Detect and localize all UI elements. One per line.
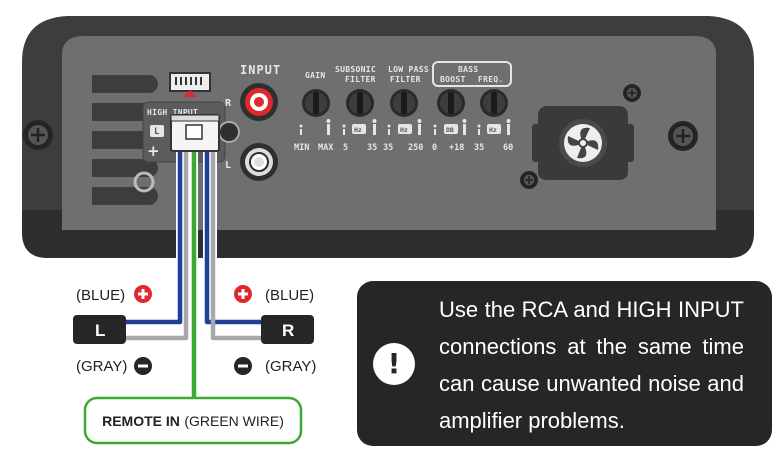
high-input-label: HIGH INPUT bbox=[147, 108, 198, 117]
left-channel-box bbox=[73, 315, 126, 344]
wire-right-blue bbox=[204, 150, 262, 325]
subsonic-max: 35 bbox=[367, 143, 377, 153]
bass-boost-max: +18 bbox=[449, 143, 464, 153]
gain-knob[interactable] bbox=[302, 89, 330, 117]
subsonic-min: 5 bbox=[343, 143, 348, 153]
remote-in-bold: REMOTE IN bbox=[102, 413, 180, 429]
warning-text: Use the RCA and HIGH INPUT connections a… bbox=[439, 291, 744, 439]
warning-line-3: can cause unwanted noise and bbox=[439, 371, 744, 396]
warning-line-1: Use the RCA and HIGH INPUT bbox=[439, 297, 744, 322]
left-vents bbox=[62, 75, 158, 205]
subsonic-label-line2: FILTER bbox=[345, 75, 376, 84]
exclamation-icon: ! bbox=[373, 343, 415, 385]
rca-jack-left bbox=[240, 143, 278, 181]
remote-in-note: (GREEN WIRE) bbox=[184, 413, 284, 429]
left-gray-label: (GRAY) bbox=[76, 358, 127, 375]
lowpass-min: 35 bbox=[383, 143, 393, 153]
subsonic-unit: Hz bbox=[354, 126, 362, 134]
left-channel-label: L bbox=[95, 321, 105, 340]
scale-marks bbox=[299, 119, 511, 135]
high-input-l: L bbox=[154, 127, 160, 137]
subsonic-label-line1: SUBSONIC bbox=[335, 65, 376, 74]
minus-icon bbox=[134, 357, 152, 375]
gain-min: MIN bbox=[294, 143, 309, 153]
bass-freq-unit: Hz bbox=[489, 126, 497, 134]
lowpass-knob[interactable] bbox=[390, 89, 418, 117]
lowpass-unit: Hz bbox=[400, 126, 408, 134]
wire-right-gray bbox=[210, 150, 262, 341]
rca-right-label: R bbox=[225, 98, 232, 109]
high-input-connector bbox=[170, 114, 220, 152]
gain-label: GAIN bbox=[305, 71, 325, 80]
bass-boost-label: BOOST bbox=[440, 75, 466, 84]
bass-boost-min: 0 bbox=[432, 143, 437, 153]
lowpass-label-line2: FILTER bbox=[390, 75, 421, 84]
rca-left-label: L bbox=[225, 160, 231, 171]
wire-left-blue bbox=[124, 150, 183, 325]
fan-icon bbox=[532, 106, 634, 180]
rca-jack-right bbox=[240, 83, 278, 121]
right-channel-label: R bbox=[282, 321, 294, 340]
bass-boost-knob[interactable] bbox=[437, 89, 465, 117]
input-label: INPUT bbox=[240, 63, 281, 77]
bass-group-outline bbox=[432, 61, 512, 87]
remote-in-box bbox=[83, 396, 303, 445]
bass-freq-min: 35 bbox=[474, 143, 484, 153]
bass-freq-knob[interactable] bbox=[480, 89, 508, 117]
warning-line-2: connections at the same time bbox=[439, 334, 744, 359]
warning-box: ! Use the RCA and HIGH INPUT connections… bbox=[357, 281, 772, 446]
left-blue-label: (BLUE) bbox=[76, 287, 125, 304]
bass-freq-max: 60 bbox=[503, 143, 513, 153]
rca-jack-small bbox=[218, 121, 240, 143]
screw-icon bbox=[23, 120, 53, 150]
lowpass-label-line1: LOW PASS bbox=[388, 65, 429, 74]
screw-icon bbox=[623, 84, 641, 102]
gain-max: MAX bbox=[318, 143, 333, 153]
right-channel-box bbox=[261, 315, 314, 344]
right-gray-label: (GRAY) bbox=[265, 358, 316, 375]
right-blue-label: (BLUE) bbox=[265, 287, 314, 304]
remote-in-label: REMOTE IN (GREEN WIRE) bbox=[102, 413, 284, 430]
subsonic-knob[interactable] bbox=[346, 89, 374, 117]
screw-icon bbox=[520, 171, 538, 189]
wire-left-gray bbox=[124, 150, 189, 341]
warning-line-4: amplifier problems. bbox=[439, 408, 625, 433]
minus-icon bbox=[234, 357, 252, 375]
panel-ring bbox=[133, 171, 155, 193]
lowpass-max: 250 bbox=[408, 143, 423, 153]
plus-icon bbox=[134, 285, 152, 303]
screw-icon bbox=[668, 121, 698, 151]
high-input-l-badge bbox=[150, 125, 164, 137]
high-input-plus: + bbox=[147, 142, 160, 160]
bass-freq-label: FREQ. bbox=[478, 75, 504, 84]
bass-title: BASS bbox=[458, 65, 478, 74]
remote-plug bbox=[169, 72, 211, 97]
bass-boost-unit: DB bbox=[446, 126, 454, 134]
plus-icon bbox=[234, 285, 252, 303]
